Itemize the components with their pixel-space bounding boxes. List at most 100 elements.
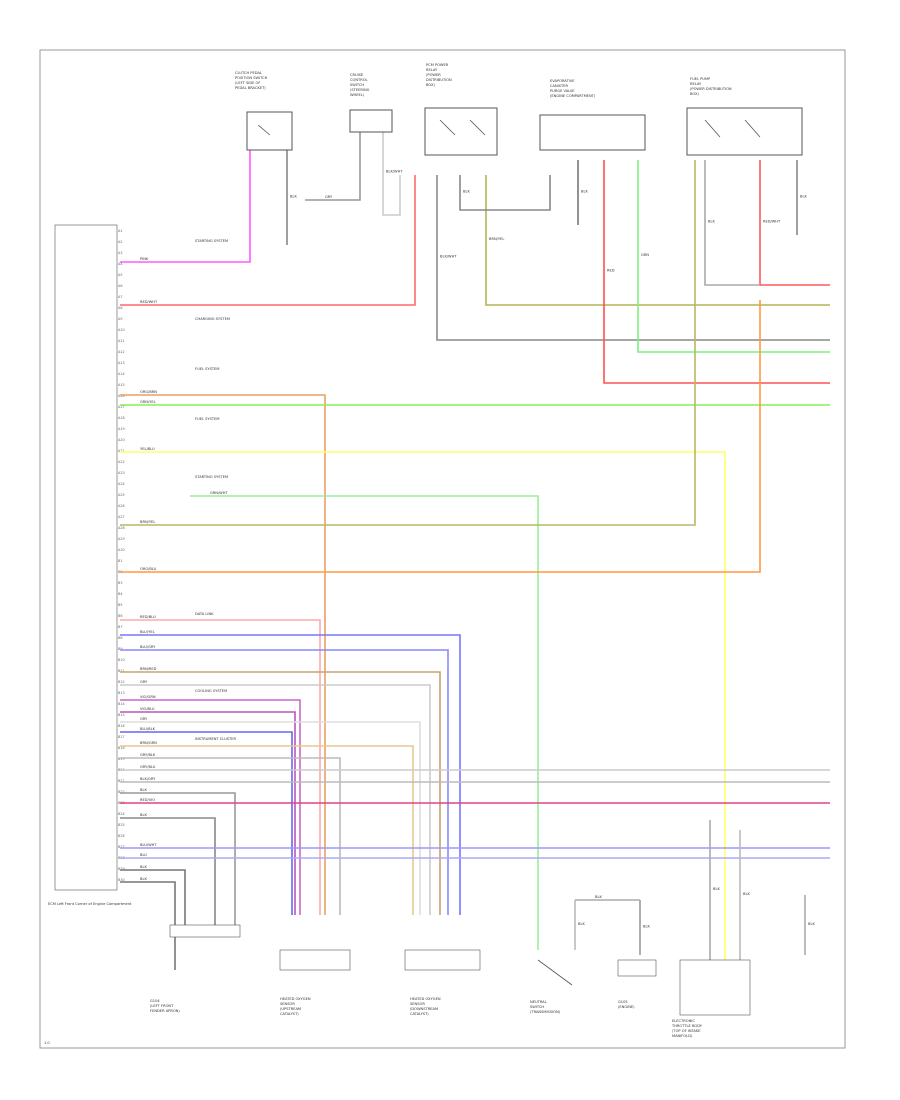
wire-gray-f: [120, 869, 186, 930]
wire-brown1: [120, 671, 441, 915]
wire-code-label: BRN/RED: [140, 667, 157, 671]
wire-code-label: BLK: [140, 877, 147, 881]
ecm-pin: B24: [118, 812, 125, 816]
ecm-pin: B7: [118, 625, 122, 629]
ecm-pin: B11: [118, 669, 125, 673]
wire-code-label: BLU/WHT: [140, 843, 157, 847]
component-label-line: HEATED OXYGEN: [280, 997, 311, 1001]
wire-gray-e: [120, 817, 216, 930]
wire-code-label: GRY/BLU: [140, 765, 156, 769]
wire-code-label: GRY: [140, 717, 148, 721]
wire-olive-main: [485, 175, 830, 306]
ecm-pin: A21: [118, 449, 125, 453]
wire-red-low: [603, 160, 830, 384]
wire-code-label: BRN/YEL: [489, 237, 504, 241]
ecm-pin: A24: [118, 482, 125, 486]
ecm-pin: B26: [118, 834, 125, 838]
component-label-line: G105: [618, 1000, 628, 1004]
ecm-pin: A26: [118, 504, 125, 508]
ecm-pin: A16: [118, 394, 125, 398]
wire-code-label: RED/BLU: [140, 615, 156, 619]
wire-code-label: BLK/WHT: [440, 255, 457, 259]
wire-code-label: ORG/BRN: [140, 390, 157, 394]
side-note: COOLING SYSTEM: [195, 689, 227, 693]
component-label-line: (STEERING: [350, 88, 370, 92]
wire-orange-long: [120, 300, 761, 573]
side-note: CHARGING SYSTEM: [195, 317, 230, 321]
wire-code-label: GRN: [641, 253, 649, 257]
ecm-pin: A13: [118, 361, 125, 365]
footer-code: 1.0: [44, 1041, 50, 1045]
component-label-line: (ENGINE): [618, 1005, 635, 1009]
component-label-line: (POWER: [426, 73, 441, 77]
component-label-line: WHEEL): [350, 93, 365, 97]
wire-code-label: BLK: [800, 195, 807, 199]
wire-code-label: GRY/BLK: [140, 753, 156, 757]
wire-code-label: GRY: [325, 195, 333, 199]
ecm-pin: A20: [118, 438, 125, 442]
bot-sensor-5: G105(ENGINE): [617, 959, 657, 1009]
component-label-line: CONTROL: [350, 78, 368, 82]
wire-code-label: BLU: [140, 853, 147, 857]
ecm-pin: A7: [118, 295, 122, 299]
ecm-pin: B21: [118, 779, 125, 783]
wire-code-label: PINK: [140, 257, 149, 261]
ecm-pin: B12: [118, 680, 125, 684]
wire-code-label: YEL/BLU: [140, 447, 155, 451]
wire-code-label: BLK/GRY: [140, 777, 156, 781]
component-label-line: SWITCH: [350, 83, 364, 87]
wire-code-label: BLK: [708, 220, 715, 224]
wire-code-label: BLU/BLK: [140, 727, 156, 731]
side-note: FUEL SYSTEM: [195, 417, 219, 421]
wire-gray-top3: [382, 130, 401, 216]
ecm-pin: A10: [118, 328, 125, 332]
wire-code-label: GRN/WHT: [210, 491, 228, 495]
wire-gray-top4: [459, 175, 551, 211]
component-label-line: PURGE VALVE: [550, 89, 575, 93]
wire-code-label: BLK: [578, 922, 585, 926]
component-label-line: CATALYST): [410, 1012, 429, 1016]
component-label-line: (POWER DISTRIBUTION: [690, 87, 732, 91]
component-label-line: SENSOR: [410, 1002, 425, 1006]
ecm-pin: A22: [118, 460, 125, 464]
wire-code-label: BLK: [581, 190, 588, 194]
ecm-pin: B9: [118, 647, 122, 651]
ecm-pin: B29: [118, 867, 125, 871]
component-label-line: POSITION SWITCH: [235, 76, 268, 80]
ecm-pin: A17: [118, 405, 125, 409]
wire-orange-brn: [120, 394, 326, 915]
ecm-pin: A25: [118, 493, 125, 497]
wire-pink-multi: [120, 619, 321, 915]
wire-tan1: [120, 745, 414, 915]
component-label-line: CLUTCH PEDAL: [235, 71, 262, 75]
component-label-line: PCM POWER: [426, 63, 449, 67]
wire-code-label: BLK: [140, 813, 147, 817]
component-label-line: BOX): [690, 92, 699, 96]
component-label-line: (TOP OF INTAKE: [672, 1029, 701, 1033]
component-label-line: (ENGINE COMPARTMENT): [550, 94, 596, 98]
wire-code-label: BLK: [595, 895, 602, 899]
ecm-pin: B15: [118, 713, 125, 717]
ecm-pin: A28: [118, 526, 125, 530]
wire-gray-top2: [305, 130, 361, 201]
component-label-line: NEUTRAL: [530, 1000, 547, 1004]
ecm-pin: A18: [118, 416, 125, 420]
wire-green-switch: [190, 495, 539, 950]
wire-code-label: BLK: [140, 788, 147, 792]
wire-gray-b: [120, 721, 421, 915]
